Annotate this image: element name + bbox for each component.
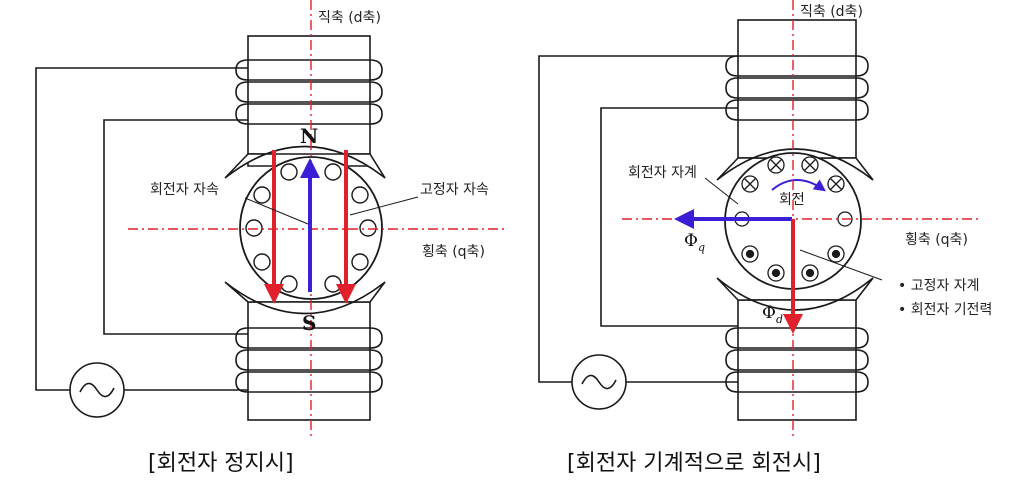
left-stator-flux-leader	[349, 196, 419, 216]
left-pole-n: N	[300, 124, 318, 148]
phi-d-label: Φd	[762, 303, 783, 326]
phi-q-label: Φq	[684, 231, 705, 254]
right-q-axis-label: 횡축 (q축)	[905, 232, 968, 248]
right-rotor-emf-label: • 회전자 기전력	[898, 302, 992, 318]
right-circuit-wire-inner	[600, 107, 738, 327]
left-machine	[35, 35, 386, 421]
left-rotor-flux-label: 회전자 자속	[150, 182, 219, 198]
right-rotor-slots-dot	[741, 245, 845, 282]
left-ac-source	[69, 362, 125, 418]
right-circuit-wire-outer	[538, 55, 738, 383]
left-stator-flux-label: 고정자 자속	[420, 182, 489, 198]
right-bottom-coil	[725, 327, 869, 393]
right-stator-field-label: • 고정자 자계	[898, 278, 980, 294]
stator-field-leader	[799, 249, 883, 281]
left-top-coil	[235, 59, 383, 125]
left-rotor-slots	[245, 163, 377, 293]
left-q-axis-label: 횡축 (q축)	[422, 244, 485, 260]
left-pole-s: S	[302, 311, 316, 335]
rotor-field-leader	[704, 177, 739, 205]
left-circuit-wire-inner	[103, 119, 248, 335]
right-bottom-pole-shoe	[716, 277, 874, 311]
left-circuit-wire-outer	[35, 67, 248, 391]
left-bottom-coil	[235, 327, 383, 393]
right-top-pole-shoe	[716, 148, 874, 181]
left-bottom-pole-shoe	[224, 281, 386, 315]
right-rotor-field-label: 회전자 자계	[628, 165, 697, 181]
right-top-yoke	[737, 19, 857, 159]
right-ac-source	[571, 354, 627, 410]
left-top-yoke	[247, 35, 371, 155]
left-caption: [회전자 정지시]	[148, 451, 294, 476]
right-caption: [회전자 기계적으로 회전시]	[567, 451, 821, 476]
left-rotor-flux-leader	[244, 197, 309, 225]
left-d-axis-label: 직축 (d축)	[318, 10, 381, 26]
rotation-label: 회전	[779, 192, 805, 208]
right-bottom-yoke	[737, 299, 857, 421]
rotation-arrow	[771, 179, 826, 192]
right-d-axis-label: 직축 (d축)	[800, 4, 863, 20]
right-rotor-slots-cross	[741, 156, 845, 193]
